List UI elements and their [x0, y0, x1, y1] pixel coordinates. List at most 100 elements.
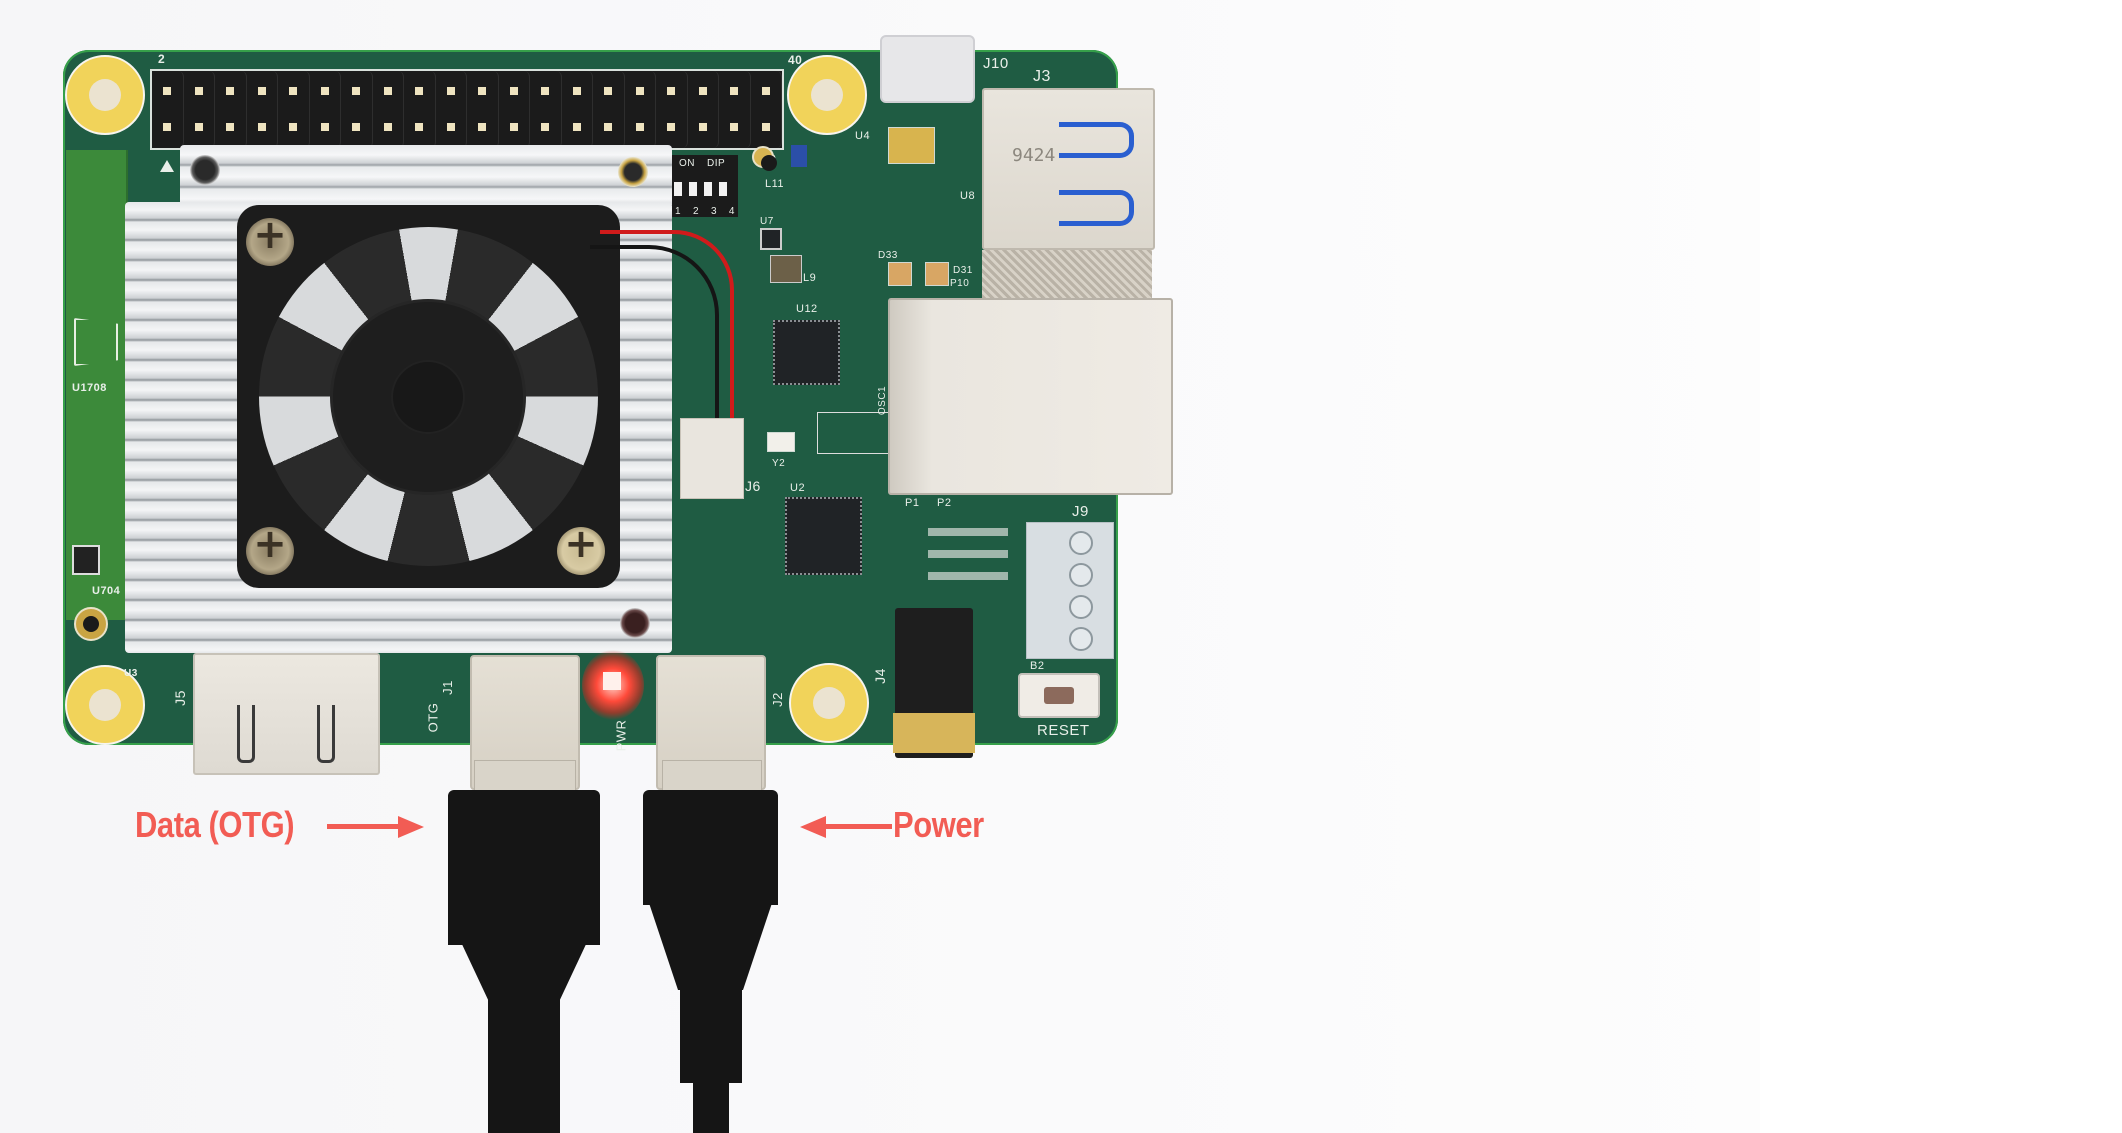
regulator-chip — [72, 545, 100, 575]
gpio-header-40pin — [150, 69, 784, 150]
mounting-hole-top-right — [787, 55, 867, 135]
gpio-pin — [635, 123, 644, 131]
mounting-hole-top-left — [65, 55, 145, 135]
usb3-grounding — [982, 250, 1152, 298]
gpio-pin-pair — [310, 71, 341, 148]
gpio-pin — [257, 87, 266, 95]
silk-p2: P2 — [937, 497, 952, 509]
chip-u7 — [760, 228, 782, 250]
gpio-pin — [730, 123, 739, 131]
gpio-pin-pair — [247, 71, 278, 148]
gpio-pin-pair — [152, 71, 184, 148]
gpio-pin — [352, 87, 361, 95]
led-d33 — [888, 262, 912, 286]
gpio-pin — [541, 87, 550, 95]
gpio-pin — [257, 123, 266, 131]
gpio-pin — [667, 87, 676, 95]
silk-l11: L11 — [765, 178, 785, 190]
gpio-pin — [289, 87, 298, 95]
silk-j2: J2 — [769, 692, 785, 707]
arrow-left-icon — [800, 816, 826, 838]
silk-u3: U3 — [124, 668, 138, 679]
usb3-contact-top — [1059, 122, 1134, 158]
silk-d33: D33 — [878, 250, 898, 261]
gpio-pin-pair — [499, 71, 530, 148]
power-cable-strain-relief — [680, 988, 742, 1083]
mounting-hole-bottom-mid — [789, 663, 869, 743]
gpio-pin-pair — [530, 71, 562, 148]
usb3-port[interactable]: 9424 — [982, 88, 1155, 250]
test-pad — [752, 146, 777, 171]
gpio-pin — [604, 123, 613, 131]
dip-number-1: 1 — [675, 206, 682, 217]
silk-d31: D31 — [953, 265, 973, 276]
gpio-pin-pair — [562, 71, 593, 148]
silk-pin-2: 2 — [158, 52, 166, 66]
dip-number-4: 4 — [728, 206, 735, 217]
silk-osc1: OSC1 — [877, 385, 889, 416]
silk-reset: RESET — [1037, 722, 1090, 739]
gpio-pin-pair — [656, 71, 688, 148]
gpio-pin-pair — [593, 71, 625, 148]
power-arrow-line — [824, 824, 892, 829]
fan-screw-bottom-right-icon — [557, 521, 605, 575]
gpio-pin — [163, 87, 172, 95]
antenna-logo-icon — [74, 318, 118, 366]
gpio-pin-pair — [467, 71, 499, 148]
gpio-pin — [698, 123, 707, 131]
data-otg-label: Data (OTG) — [135, 804, 295, 845]
silk-j10: J10 — [983, 55, 1009, 72]
gpio-pin-pair — [751, 71, 782, 148]
dip-number-3: 3 — [710, 206, 717, 217]
dip-numbers: 1 2 3 4 — [675, 206, 735, 217]
heatsink-screw-top-right-icon — [618, 157, 648, 187]
fan-wire-black — [590, 245, 719, 469]
heatsink-screw-hole — [74, 607, 108, 641]
ethernet-port[interactable] — [888, 298, 1173, 495]
gpio-pin — [415, 123, 424, 131]
gpio-pin — [604, 87, 613, 95]
silk-u1708: U1708 — [72, 382, 107, 394]
gpio-pin — [730, 87, 739, 95]
gpio-pin-pair — [278, 71, 310, 148]
silk-u704: U704 — [92, 585, 121, 597]
hdmi-port[interactable] — [193, 653, 380, 775]
silk-j1: J1 — [439, 680, 455, 695]
gpio-pin — [194, 123, 203, 131]
silk-u2: U2 — [790, 482, 806, 494]
silk-pwr: PWR — [613, 719, 629, 752]
chip-u12 — [773, 320, 840, 385]
gpio-pin — [226, 123, 235, 131]
gpio-pin — [541, 123, 550, 131]
gpio-pin — [761, 123, 770, 131]
led-d31 — [925, 262, 949, 286]
dip-number-2: 2 — [692, 206, 700, 217]
gpio-pin — [320, 87, 329, 95]
microphone — [888, 127, 935, 164]
gpio-pin-pair — [215, 71, 247, 148]
otg-cable-cord — [488, 995, 560, 1133]
power-led — [603, 672, 621, 690]
mounting-hole-bottom-left — [65, 665, 145, 745]
silk-p1: P1 — [905, 497, 920, 509]
gpio-pin-pair — [436, 71, 467, 148]
terminal-block-j9[interactable] — [1026, 522, 1114, 659]
pin1-marker-icon — [160, 160, 174, 172]
gpio-pin — [509, 123, 518, 131]
gpio-pin — [572, 123, 581, 131]
micro-usb-port[interactable] — [880, 35, 975, 103]
silk-otg: OTG — [425, 702, 441, 733]
terminal-screw-3-icon — [1069, 595, 1093, 619]
gpio-pin — [289, 123, 298, 131]
otg-cable-head — [448, 790, 600, 945]
fan-connector-j6 — [680, 418, 744, 499]
silk-j9: J9 — [1072, 503, 1089, 520]
silk-u12: U12 — [796, 303, 818, 315]
fan-screw-bottom-left-icon — [246, 521, 294, 575]
gpio-pin — [352, 123, 361, 131]
gpio-pin — [415, 87, 424, 95]
usb3-contact-bottom — [1059, 190, 1134, 226]
reset-button[interactable] — [1018, 673, 1100, 718]
gpio-pin — [163, 123, 172, 131]
silk-j5: J5 — [171, 690, 188, 706]
